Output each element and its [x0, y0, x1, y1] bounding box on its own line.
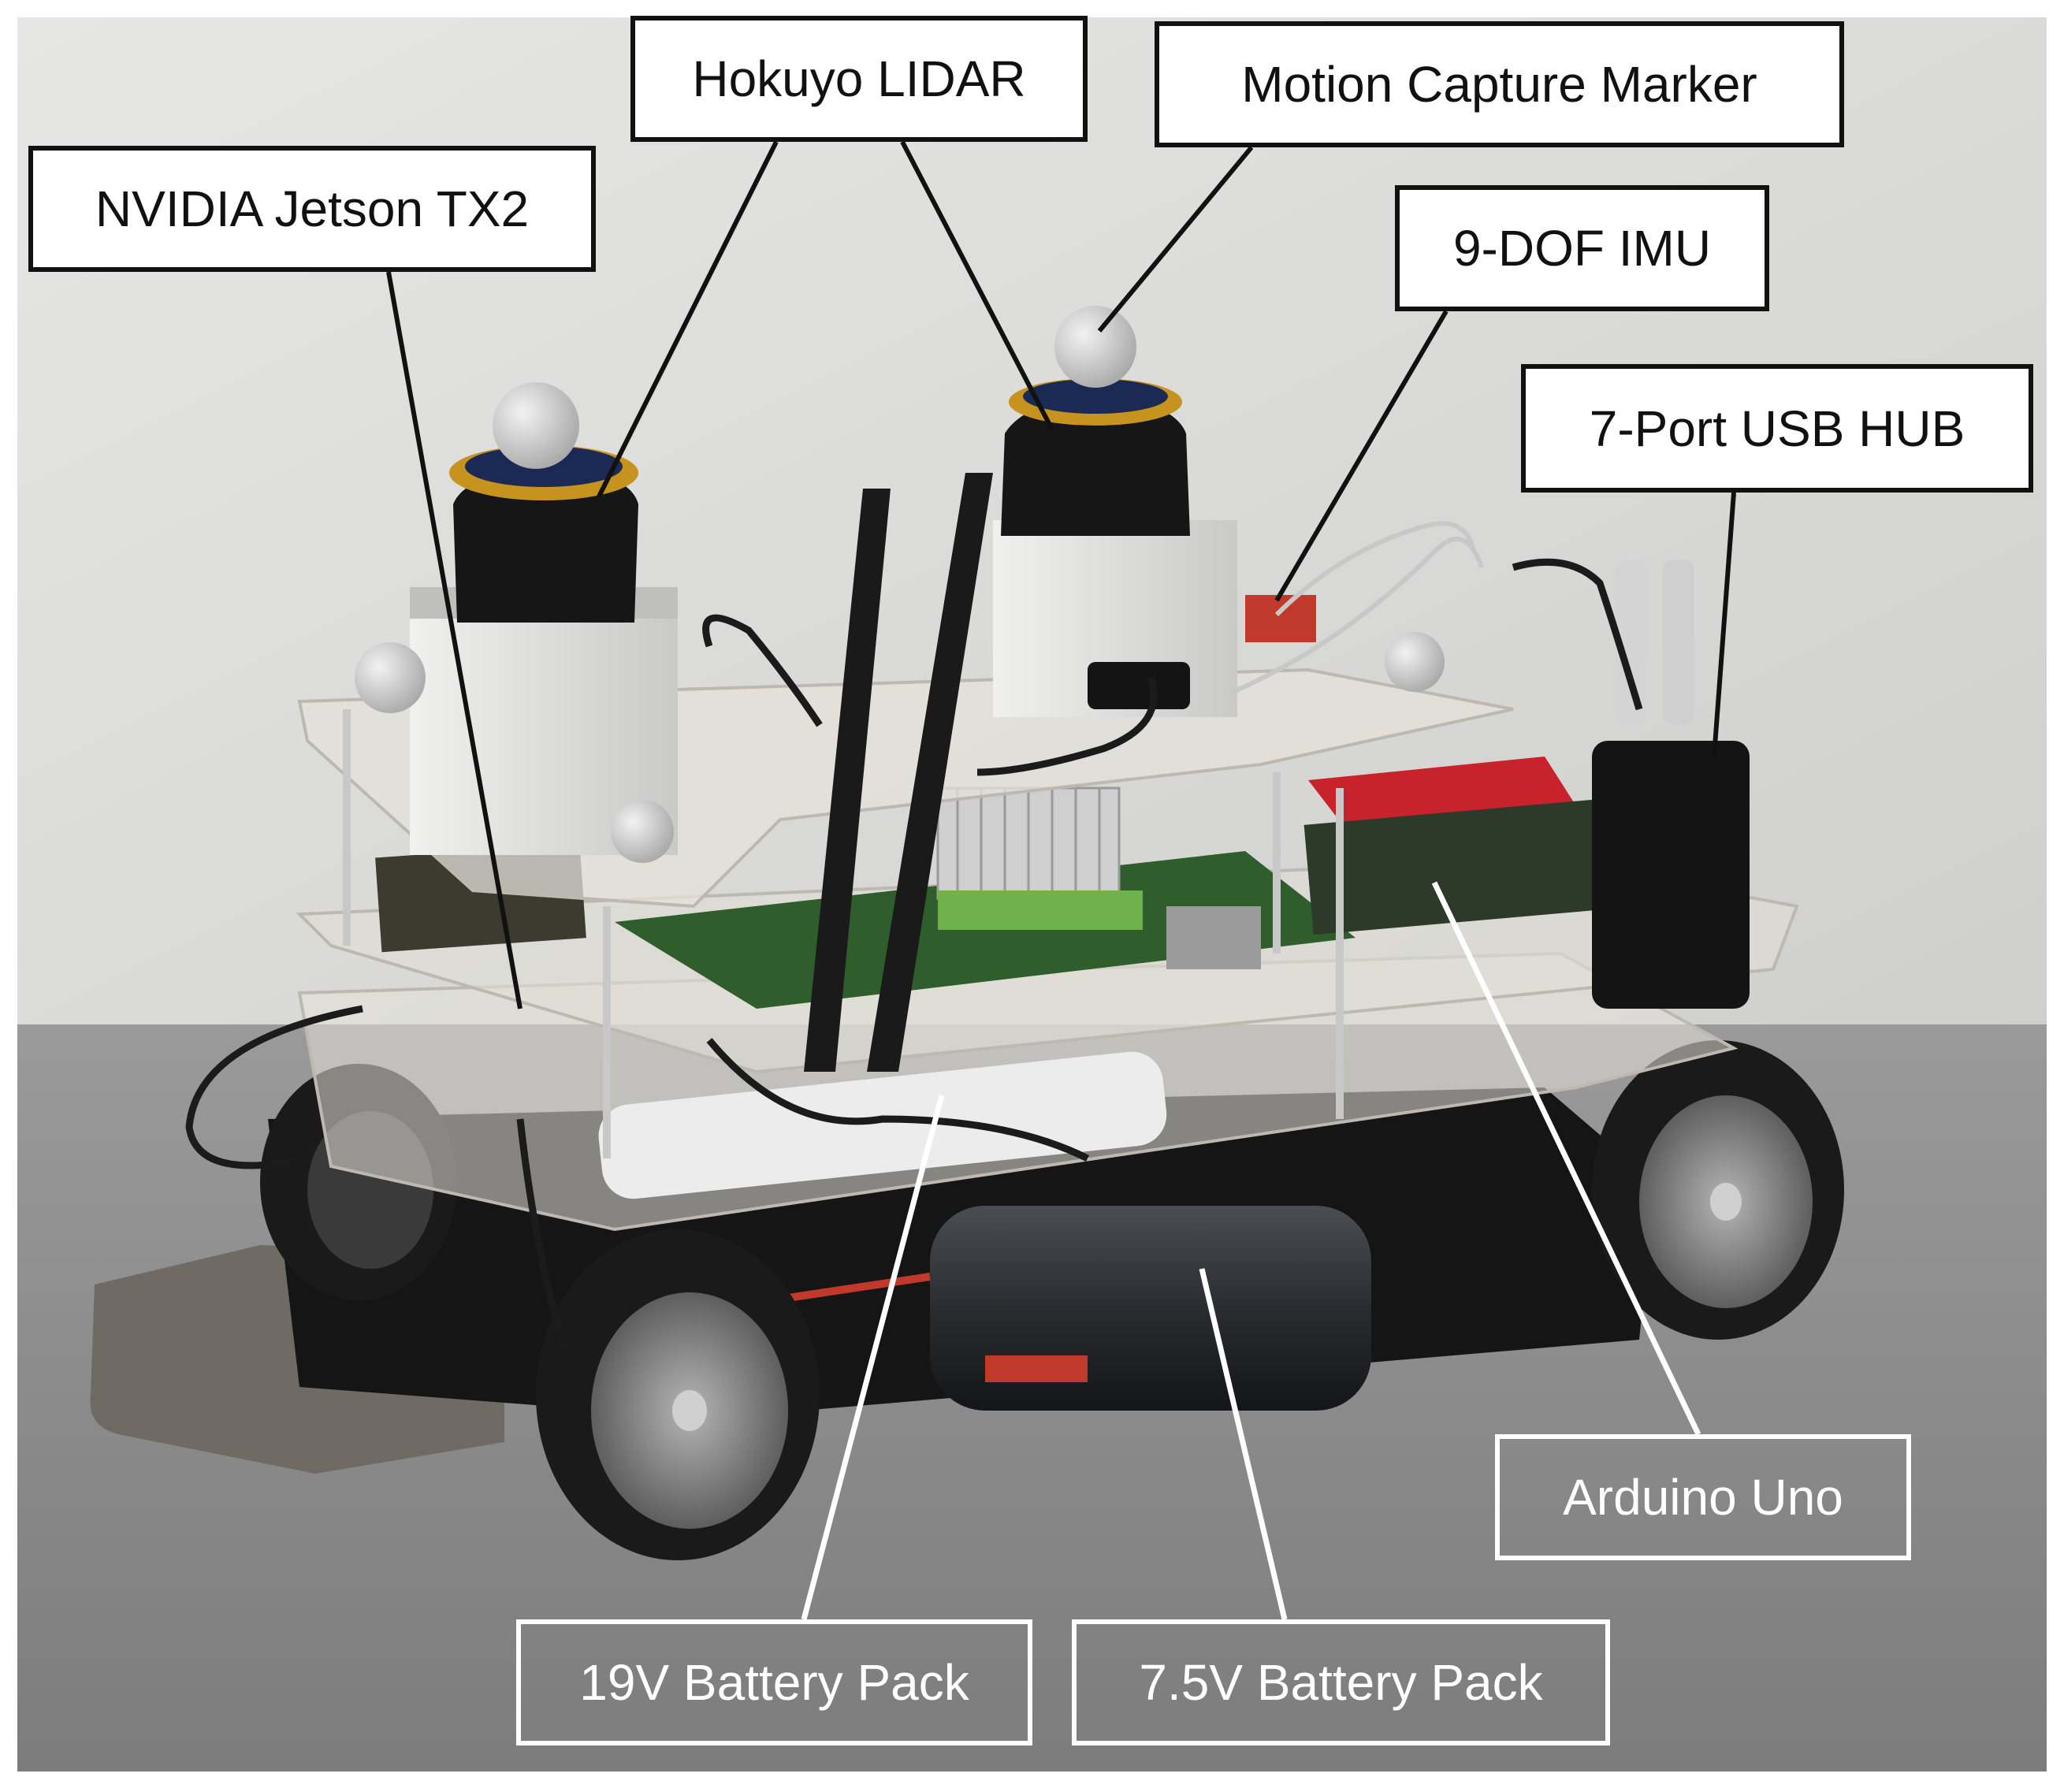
label-imu: 9-DOF IMU [1395, 185, 1769, 311]
label-hokuyo-lidar: Hokuyo LIDAR [630, 16, 1088, 142]
leader-arduino [1431, 881, 1701, 1436]
imu-board [1245, 595, 1316, 642]
label-arduino-uno: Arduino Uno [1495, 1434, 1911, 1560]
hokuyo-lidar-right [993, 378, 1237, 717]
leader-imu [1274, 310, 1449, 602]
label-7v5-battery-pack: 7.5V Battery Pack [1072, 1619, 1610, 1746]
ethernet-port [1166, 906, 1261, 969]
leader-19v [801, 1095, 945, 1620]
marker-lidar-right [1054, 306, 1136, 388]
marker-front-plate [611, 800, 674, 863]
leader-marker [1097, 146, 1254, 333]
antenna-left [804, 489, 891, 1072]
marker-right-plate [1385, 632, 1445, 692]
green-connector [938, 890, 1143, 930]
leader-7v5 [1199, 1268, 1288, 1620]
wheel-rear-right [1592, 1040, 1844, 1340]
label-nvidia-jetson: NVIDIA Jetson TX2 [28, 146, 596, 272]
marker-left-plate [355, 642, 426, 713]
label-motion-capture-marker: Motion Capture Marker [1155, 21, 1844, 147]
leader-lidar-right [900, 140, 1054, 431]
battery-warning-label [985, 1355, 1088, 1382]
arduino-shield [1303, 798, 1612, 935]
leader-lidar-left [597, 140, 779, 498]
label-19v-battery-pack: 19V Battery Pack [516, 1619, 1032, 1746]
marker-lidar-left [493, 382, 579, 469]
antenna-right [867, 473, 993, 1072]
label-usb-hub: 7-Port USB HUB [1521, 364, 2033, 493]
usb-hub [1592, 741, 1750, 1009]
wheel-front-left [536, 1229, 820, 1560]
leader-jetson [386, 271, 523, 1009]
19v-battery-pack [598, 1051, 1167, 1199]
leader-usb-hub [1712, 492, 1736, 757]
